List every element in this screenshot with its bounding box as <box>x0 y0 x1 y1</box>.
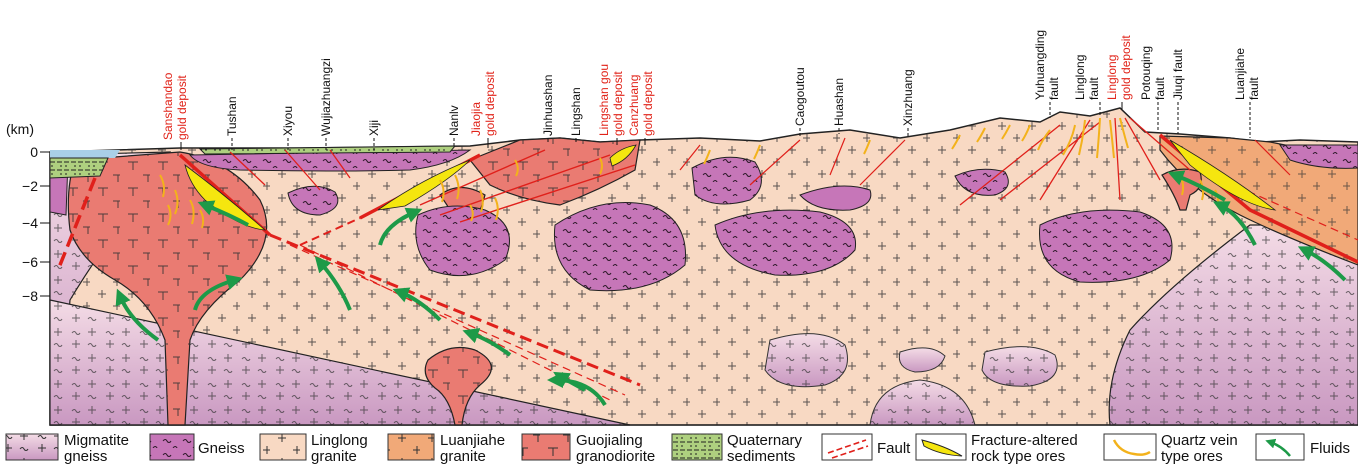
label-xinzhuang: Xinzhuang <box>901 69 915 138</box>
svg-text:fault: fault <box>1153 77 1167 100</box>
svg-text:fault: fault <box>1247 77 1261 100</box>
svg-text:Gneiss: Gneiss <box>198 440 245 457</box>
svg-text:granite: granite <box>440 448 486 464</box>
svg-text:Guojialing: Guojialing <box>576 432 643 449</box>
label-nanlv: Nanlv <box>447 105 461 148</box>
svg-text:Luanjiahe: Luanjiahe <box>440 432 505 449</box>
svg-text:type ores: type ores <box>1161 448 1223 464</box>
svg-text:Xiji: Xiji <box>367 120 381 136</box>
label-jiuqi: Jiuqi fault <box>1171 49 1185 134</box>
svg-text:rock type ores: rock type ores <box>971 448 1065 464</box>
depth-tick-2: −2 <box>22 178 38 194</box>
section-body <box>50 108 1358 425</box>
svg-text:sediments: sediments <box>727 448 795 464</box>
svg-text:Lingshan gou: Lingshan gou <box>597 64 611 136</box>
label-luanjiahe: Luanjiahe fault <box>1233 48 1261 138</box>
svg-text:Caogoutou: Caogoutou <box>793 67 807 126</box>
svg-text:fault: fault <box>1087 77 1101 100</box>
depth-axis: (km) 0 −2 −4 −6 −8 <box>6 121 50 304</box>
svg-text:gold deposit: gold deposit <box>611 71 625 136</box>
svg-text:Migmatite: Migmatite <box>64 432 129 449</box>
svg-text:Jiaojia: Jiaojia <box>469 102 483 136</box>
svg-text:Yuhuangding: Yuhuangding <box>1033 30 1047 100</box>
legend-migmatite: Migmatite gneiss <box>6 432 129 464</box>
svg-text:Wujiazhuangzi: Wujiazhuangzi <box>319 58 333 136</box>
svg-text:Quartz vein: Quartz vein <box>1161 432 1238 449</box>
svg-text:granodiorite: granodiorite <box>576 448 655 464</box>
svg-text:Tushan: Tushan <box>225 96 239 136</box>
label-sanshandao: Sanshandao gold deposit <box>161 72 189 150</box>
svg-text:Xiyou: Xiyou <box>281 106 295 136</box>
label-jinhuashan: Jinhuashan <box>541 75 555 142</box>
label-potouqing: Potouqing fault <box>1139 46 1167 132</box>
legend-luanjiahe: Luanjiahe granite <box>388 432 505 464</box>
label-huashan: Huashan <box>832 78 846 134</box>
label-canzhuang: Canzhuang gold deposit <box>627 71 655 145</box>
svg-text:Nanlv: Nanlv <box>447 105 461 136</box>
svg-text:Canzhuang: Canzhuang <box>627 75 641 136</box>
label-lingshangou: Lingshan gou gold deposit <box>597 64 625 145</box>
legend-fluids: Fluids <box>1256 434 1350 460</box>
svg-text:Linglong: Linglong <box>311 432 368 449</box>
svg-text:gold deposit: gold deposit <box>175 75 189 140</box>
svg-text:Jinhuashan: Jinhuashan <box>541 75 555 136</box>
depth-tick-0: 0 <box>30 144 38 160</box>
depth-unit: (km) <box>6 121 34 137</box>
legend-guojialing: Guojialing granodiorite <box>522 432 655 464</box>
label-tushan: Tushan <box>225 96 239 150</box>
label-wujiazhuangzi: Wujiazhuangzi <box>319 58 333 150</box>
sea-water <box>50 150 120 158</box>
svg-text:Lingshan: Lingshan <box>569 87 583 136</box>
svg-text:gold deposit: gold deposit <box>641 71 655 136</box>
label-linglong-deposit: Linglong gold deposit <box>1105 35 1133 110</box>
svg-text:gneiss: gneiss <box>64 448 107 464</box>
svg-text:Xinzhuang: Xinzhuang <box>901 69 915 126</box>
legend-fracture-ore: Fracture-altered rock type ores <box>916 432 1078 464</box>
label-linglong-fault: Linglong fault <box>1073 55 1101 116</box>
svg-text:gold deposit: gold deposit <box>483 71 497 136</box>
svg-text:Luanjiahe: Luanjiahe <box>1233 48 1247 100</box>
svg-text:gold deposit: gold deposit <box>1119 35 1133 100</box>
depth-tick-6: −6 <box>22 254 38 270</box>
svg-text:Fluids: Fluids <box>1310 440 1350 457</box>
svg-text:Jiuqi fault: Jiuqi fault <box>1171 49 1185 100</box>
svg-text:fault: fault <box>1047 77 1061 100</box>
label-lingshan: Lingshan <box>569 87 583 142</box>
svg-text:Linglong: Linglong <box>1073 55 1087 100</box>
label-xiyou: Xiyou <box>281 106 295 150</box>
legend-quaternary: Quaternary sediments <box>672 432 803 464</box>
svg-text:granite: granite <box>311 448 357 464</box>
depth-tick-8: −8 <box>22 288 38 304</box>
legend-gneiss: Gneiss <box>150 434 245 460</box>
depth-tick-4: −4 <box>22 215 38 231</box>
legend-quartz-vein: Quartz vein type ores <box>1104 432 1238 464</box>
svg-text:Linglong: Linglong <box>1105 55 1119 100</box>
svg-text:Fault: Fault <box>877 440 911 457</box>
svg-text:Quaternary: Quaternary <box>727 432 803 449</box>
svg-text:Sanshandao: Sanshandao <box>161 72 175 140</box>
svg-text:Huashan: Huashan <box>832 78 846 126</box>
label-jiaojia: Jiaojia gold deposit <box>469 71 497 148</box>
legend-linglong: Linglong granite <box>260 432 368 464</box>
svg-text:Fracture-altered: Fracture-altered <box>971 432 1078 449</box>
legend-fault: Fault <box>822 434 911 460</box>
legend: Migmatite gneiss Gneiss Linglong granite… <box>6 432 1350 464</box>
label-xiji: Xiji <box>367 120 381 150</box>
label-yuhuangding: Yuhuangding fault <box>1033 30 1061 118</box>
svg-text:Potouqing: Potouqing <box>1139 46 1153 100</box>
label-caogoutou: Caogoutou <box>793 67 807 136</box>
